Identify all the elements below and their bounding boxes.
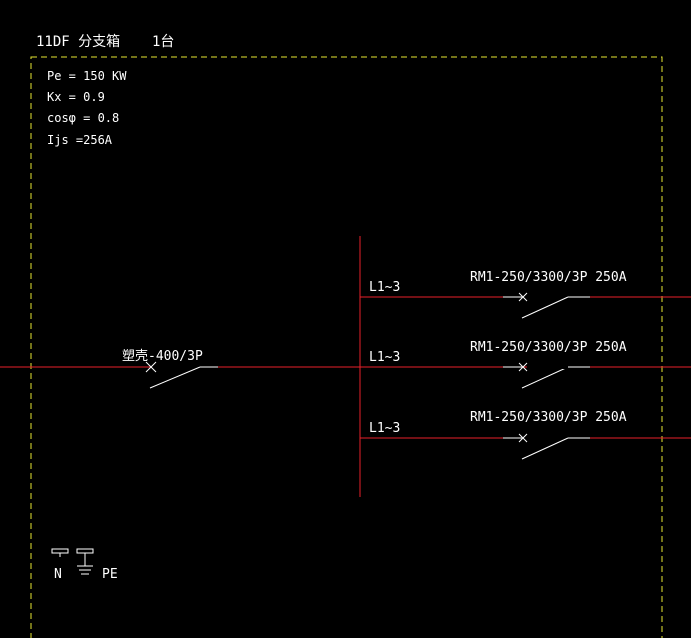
pe-label: PE	[102, 567, 118, 582]
breaker-symbol	[503, 292, 590, 319]
param-cos: cosφ = 0.8	[47, 111, 119, 125]
branch-phase-label: L1~3	[369, 280, 400, 295]
breaker-symbol	[503, 362, 590, 389]
branch-circuit: L1~3 RM1-250/3300/3P 250A	[369, 340, 627, 389]
breaker-label: RM1-250/3300/3P 250A	[470, 270, 627, 285]
panel-name: 11DF 分支箱	[36, 34, 120, 50]
param-pe: Pe = 150 KW	[47, 69, 127, 83]
branch-circuit: L1~3 RM1-250/3300/3P 250A	[360, 270, 691, 319]
param-kx: Kx = 0.9	[47, 90, 105, 104]
breaker-symbol	[503, 433, 590, 460]
branch-phase-label: L1~3	[369, 350, 400, 365]
breaker-label: RM1-250/3300/3P 250A	[470, 340, 627, 355]
branch-circuit: L1~3 RM1-250/3300/3P 250A	[360, 410, 691, 460]
branch-phase-label: L1~3	[369, 421, 400, 436]
breaker-label: RM1-250/3300/3P 250A	[470, 410, 627, 425]
main-switch-symbol	[145, 361, 218, 389]
neutral-label: N	[54, 567, 62, 582]
ground-terminal-icon	[76, 548, 94, 575]
enclosure-frame	[30, 56, 663, 638]
param-ijs: Ijs =256A	[47, 133, 113, 147]
main-switch-label: 塑壳-400/3P	[122, 349, 203, 364]
panel-quantity: 1台	[152, 34, 174, 50]
neutral-terminal-icon	[51, 548, 69, 557]
